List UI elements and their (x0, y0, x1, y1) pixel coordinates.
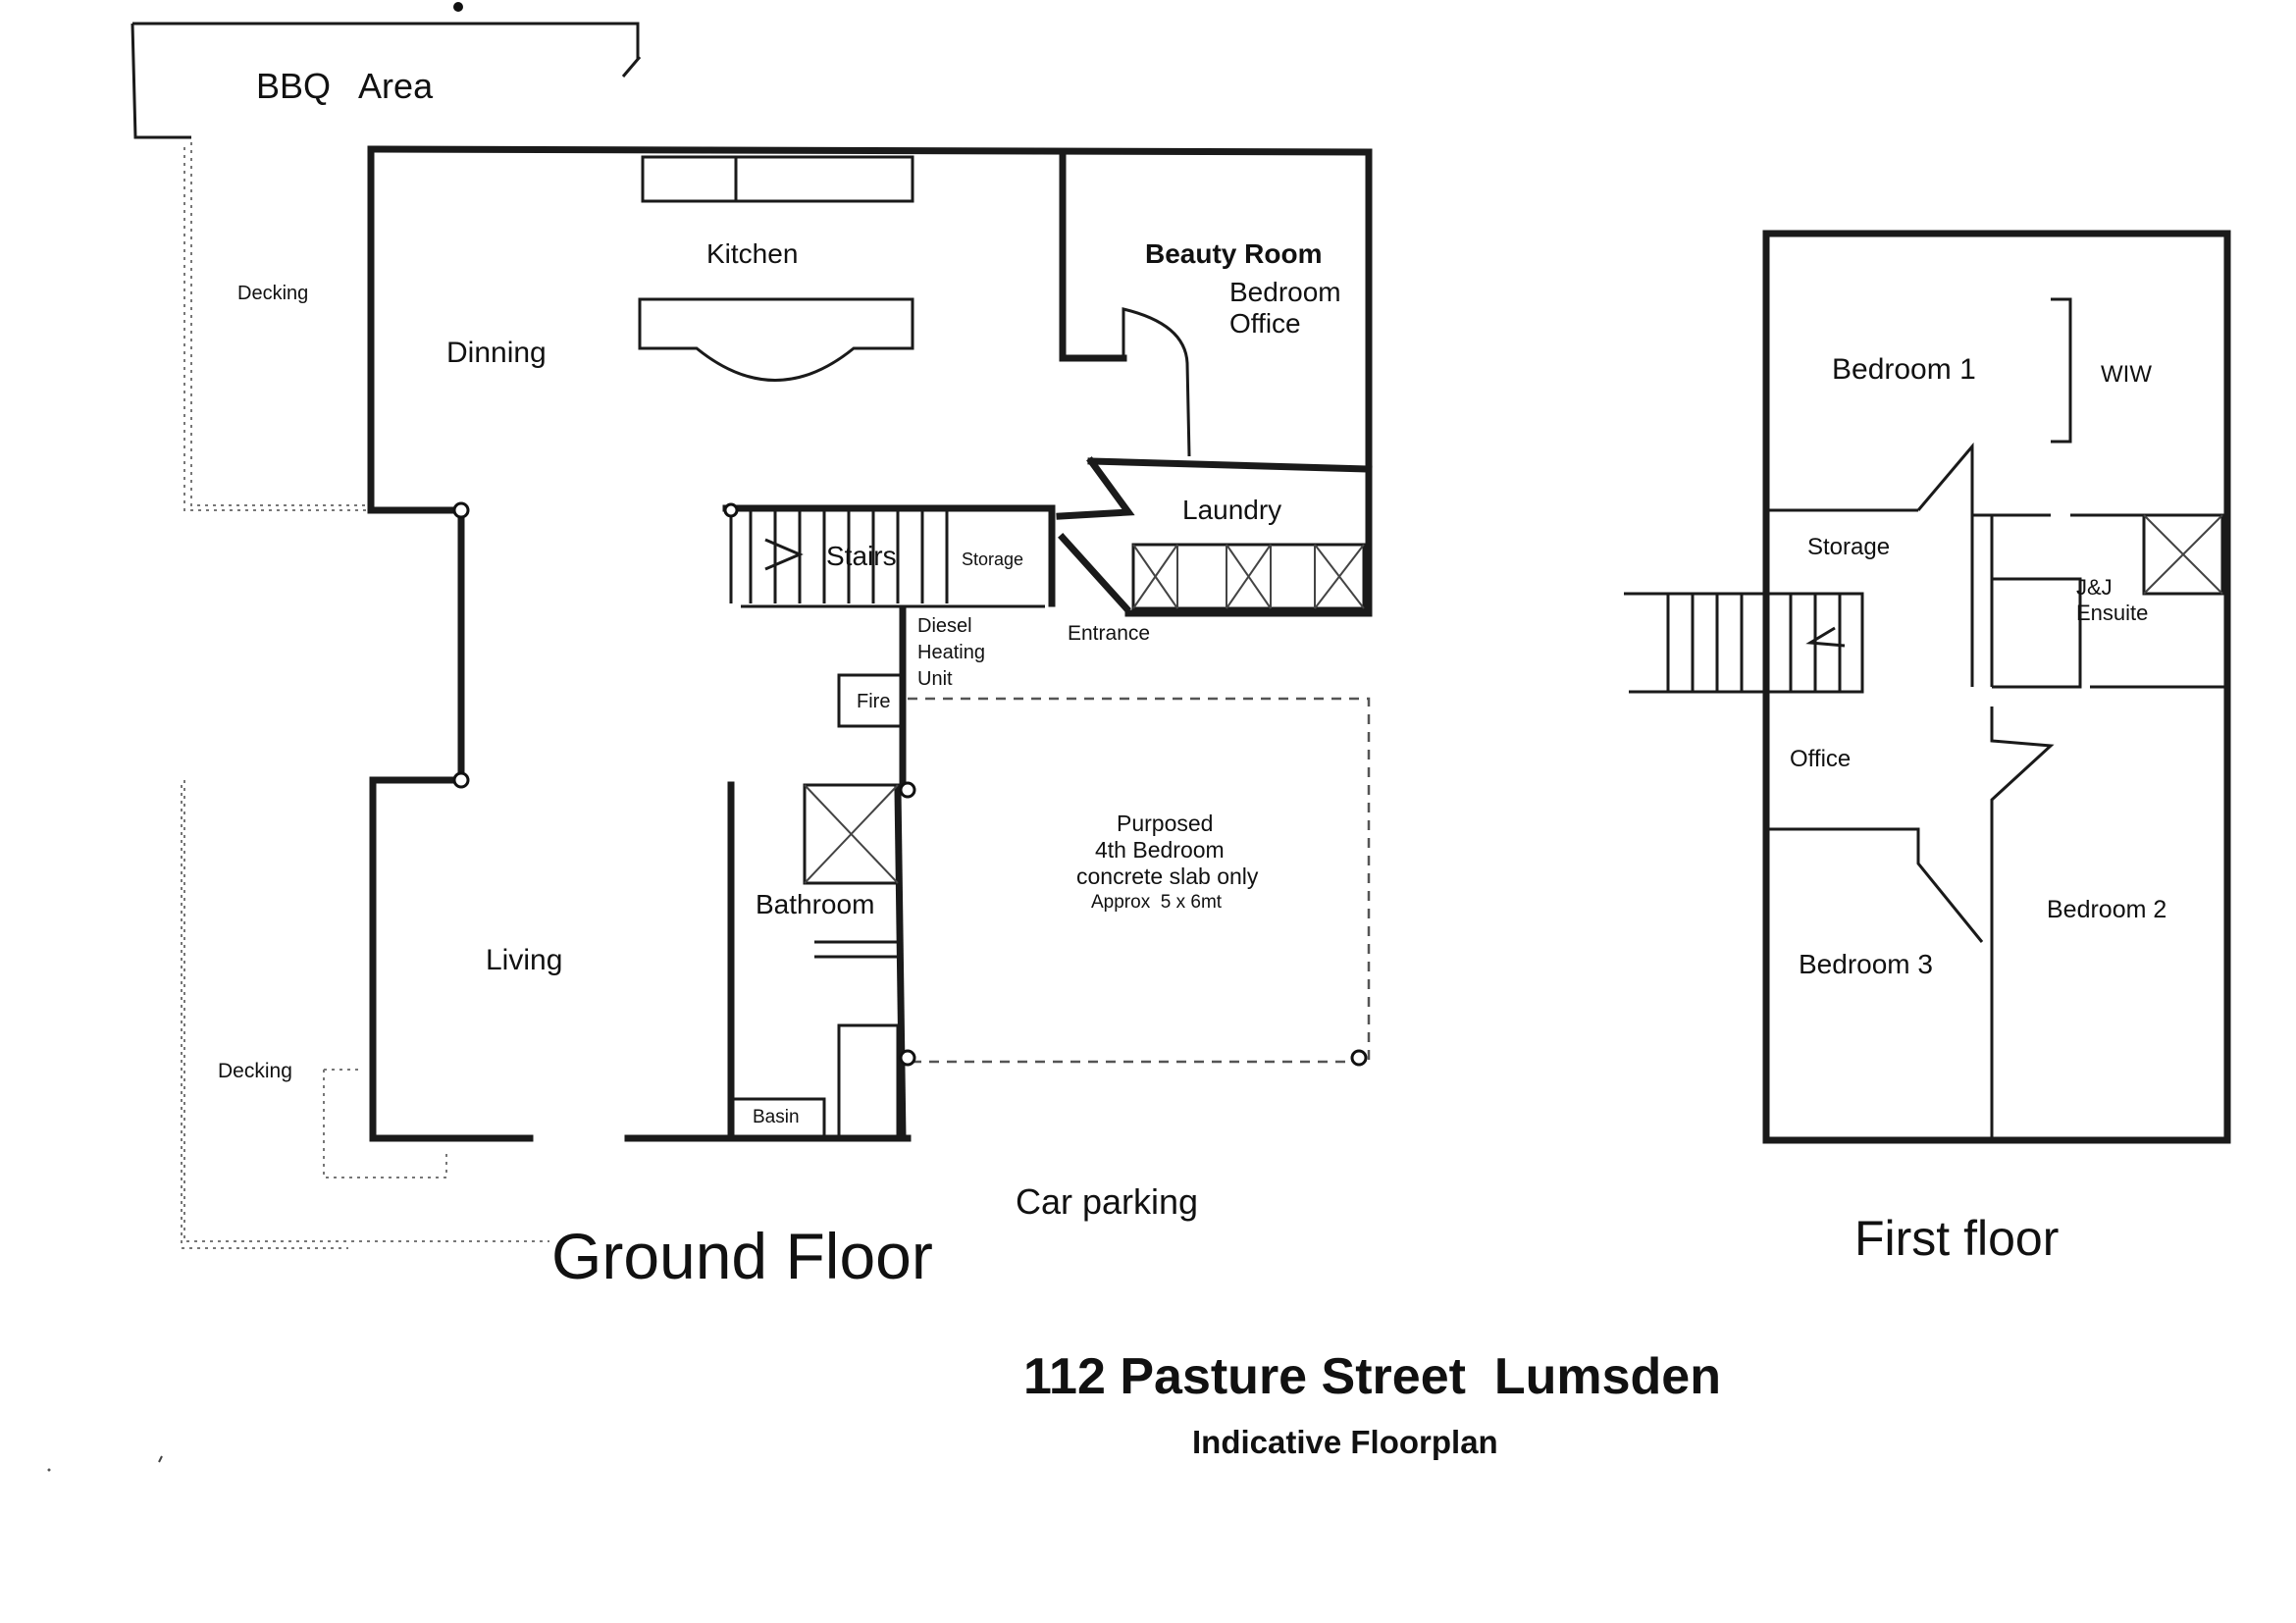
first-floor-title: First floor (1854, 1211, 2060, 1266)
column-markers (452, 501, 1368, 1067)
purposed-bedroom-outline (908, 697, 1371, 1064)
purposed-bedroom-label-2: 4th Bedroom (1095, 837, 1225, 863)
floorplan-subtitle: Indicative Floorplan (1192, 1424, 1498, 1460)
stairs-first-floor (1624, 592, 1864, 694)
purposed-bedroom-label-3: concrete slab only (1076, 864, 1259, 889)
stairs-label: Stairs (826, 541, 897, 571)
ground-floor-walls (367, 145, 1373, 1142)
bedroom2-label: Bedroom 2 (2047, 896, 2167, 923)
decking-bottom-outline (181, 780, 549, 1249)
bbq-area-outline (130, 2, 642, 139)
bathroom-label: Bathroom (756, 889, 875, 919)
bbq-area-label: BBQ Area (256, 66, 434, 106)
wiw-label: WIW (2101, 361, 2152, 388)
diesel-heating-label-2: Heating (917, 642, 985, 663)
bedroom-office-label-1: Bedroom (1229, 277, 1341, 307)
storage-label: Storage (962, 550, 1024, 569)
laundry-cupboards (1131, 543, 1366, 610)
decking-top-label: Decking (237, 283, 309, 304)
kitchen-benches (638, 155, 914, 382)
stairs-ground (729, 508, 949, 603)
entrance-label: Entrance (1068, 622, 1151, 645)
car-parking-label: Car parking (1016, 1181, 1199, 1222)
bedroom3-label: Bedroom 3 (1799, 949, 1933, 979)
laundry-label: Laundry (1182, 495, 1282, 525)
ground-floor-title: Ground Floor (551, 1220, 933, 1292)
jj-ensuite-label-1: J&J (2076, 575, 2113, 600)
storage-ff-label: Storage (1807, 534, 1891, 560)
first-floor-walls (1762, 230, 2231, 1144)
address-title: 112 Pasture Street Lumsden (1023, 1348, 1721, 1405)
diesel-heating-label-3: Unit (917, 668, 953, 690)
fire-label: Fire (857, 691, 891, 712)
kitchen-label: Kitchen (706, 238, 799, 269)
office-ff-label: Office (1790, 746, 1852, 772)
basin-label: Basin (753, 1107, 800, 1127)
beauty-room-label: Beauty Room (1145, 238, 1323, 269)
diesel-heating-label-1: Diesel (917, 615, 972, 637)
bedroom1-label: Bedroom 1 (1832, 353, 1976, 386)
purposed-bedroom-label-4: Approx 5 x 6mt (1091, 892, 1223, 913)
dinning-label: Dinning (446, 337, 547, 369)
purposed-bedroom-label-1: Purposed (1117, 811, 1214, 836)
bedroom-office-label-2: Office (1229, 308, 1301, 339)
living-label: Living (486, 944, 563, 976)
decking-top-outline (183, 142, 371, 511)
jj-ensuite-label-2: Ensuite (2076, 601, 2149, 625)
decking-bottom-label: Decking (218, 1060, 292, 1082)
